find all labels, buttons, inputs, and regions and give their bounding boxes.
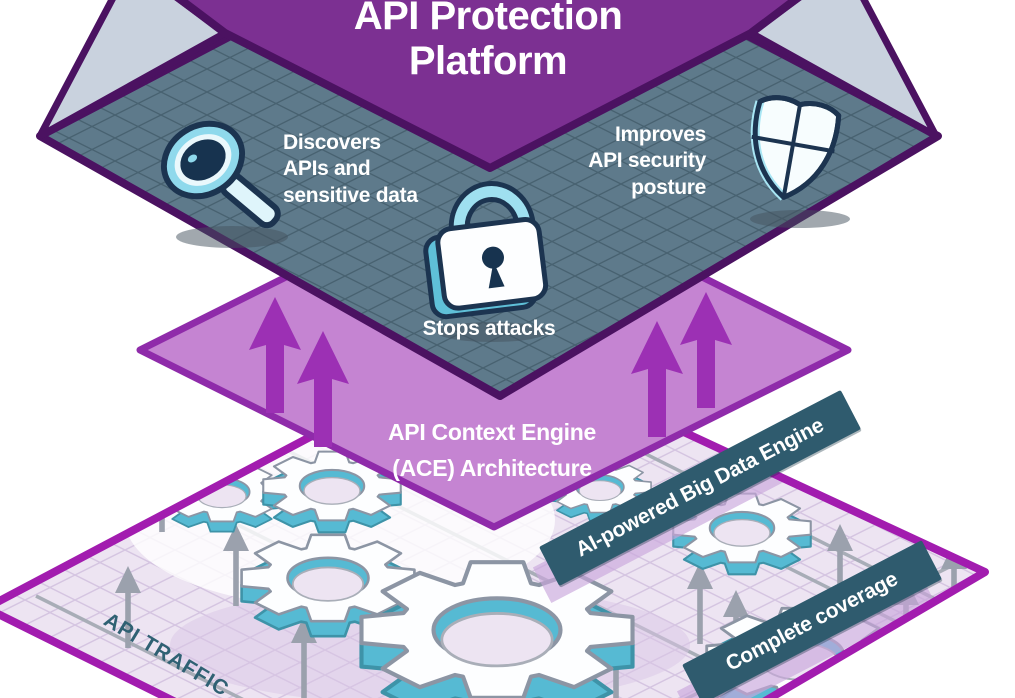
gear [361, 562, 632, 698]
shield-shadow [750, 210, 850, 228]
lock-icon [423, 181, 549, 320]
magnifier-shadow [176, 226, 288, 248]
shield-icon [750, 95, 842, 201]
magnifier-icon [160, 120, 281, 229]
lock-shadow [437, 322, 547, 342]
pyramid-apex [174, 0, 802, 172]
